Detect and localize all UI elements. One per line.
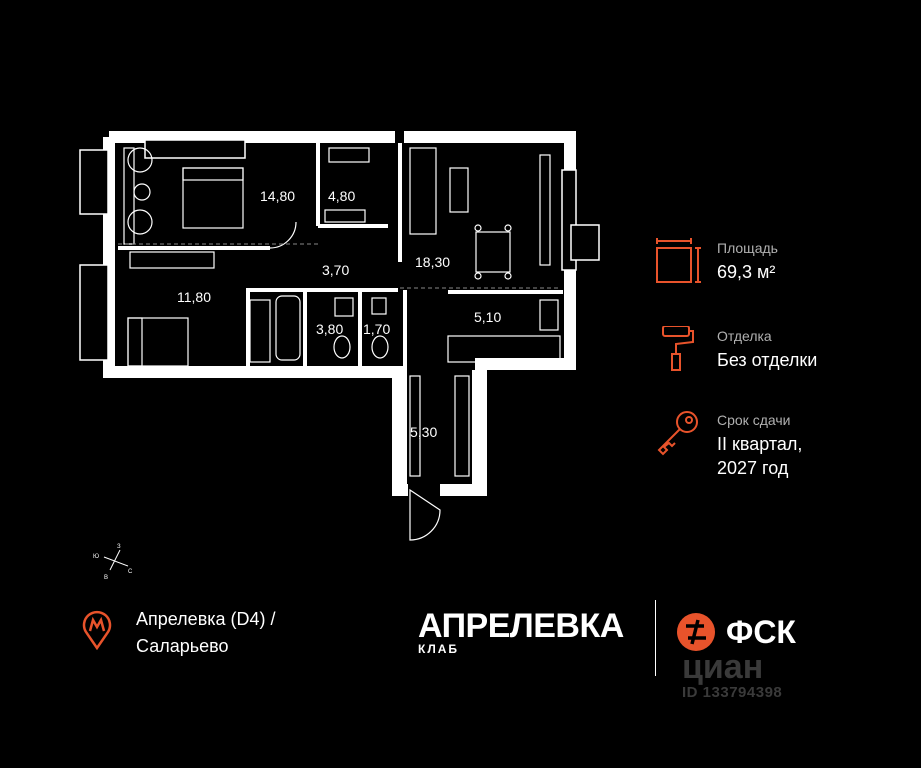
delivery-value: II квартал, 2027 год: [717, 434, 803, 478]
room-area-living: 18,30: [415, 254, 450, 270]
outer-wall: [103, 137, 408, 496]
delivery-info: Срок сдачи II квартал, 2027 год: [655, 410, 915, 486]
fsk-logo-icon: [677, 613, 715, 651]
room-area-bathroom: 3,80: [316, 321, 343, 337]
developer-logo: ФСК: [676, 612, 816, 652]
room-area-bedroom-2: 11,80: [177, 289, 211, 305]
room-area-wardrobe: 4,80: [328, 188, 355, 204]
key-icon: [657, 411, 698, 456]
area-info: Площадь 69,3 м²: [655, 238, 915, 298]
table-icon: [475, 231, 511, 273]
bath-icon: [275, 295, 301, 361]
area-label: Площадь: [717, 240, 778, 256]
compass-east: В: [104, 575, 108, 581]
finish-value: Без отделки: [717, 350, 818, 370]
area-icon: [656, 238, 701, 283]
metro-info: Апрелевка (D4) / Саларьево: [82, 606, 332, 666]
watermark-logo: циан: [682, 648, 764, 686]
paint-roller-icon: [662, 326, 694, 371]
room-area-hall: 3,70: [322, 262, 349, 278]
divider: [655, 600, 656, 676]
metro-station: Апрелевка (D4) / Саларьево: [136, 609, 276, 656]
outer-wall: [404, 131, 576, 496]
bed-icon: [182, 167, 244, 229]
watermark: циан ID 133794398: [682, 650, 782, 701]
finish-label: Отделка: [717, 328, 772, 344]
brand-sub: КЛАБ: [418, 642, 460, 656]
metro-icon: [82, 610, 112, 650]
compass-north: С: [128, 569, 133, 575]
room-area-bedroom-1: 14,80: [260, 188, 295, 204]
compass-icon: [103, 549, 129, 571]
delivery-label: Срок сдачи: [717, 412, 791, 428]
room-area-corridor: 5,30: [410, 424, 437, 440]
brand-name: АПРЕЛЕВКА: [418, 607, 624, 645]
compass-south: Ю: [93, 554, 99, 560]
developer-name: ФСК: [726, 614, 796, 650]
bed-icon: [127, 317, 189, 367]
area-value: 69,3 м²: [717, 262, 776, 282]
room-area-kitchen: 5,10: [474, 309, 501, 325]
compass-west: З: [117, 544, 121, 550]
finish-info: Отделка Без отделки: [655, 326, 915, 386]
brand-logo: АПРЕЛЕВКА КЛАБ: [418, 608, 624, 656]
room-area-wc: 1,70: [363, 321, 390, 337]
watermark-id: ID 133794398: [682, 684, 783, 701]
